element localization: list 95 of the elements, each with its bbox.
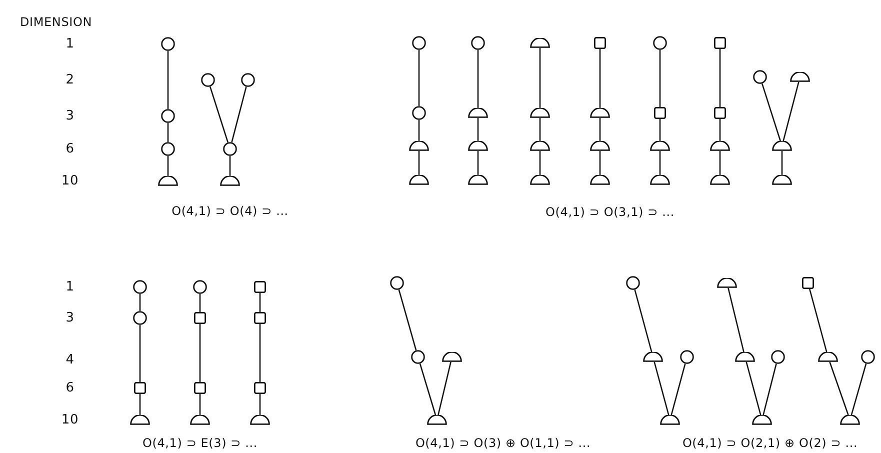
connector-line <box>728 288 744 352</box>
dimension-number: 4 <box>66 354 74 366</box>
dimension-number: 6 <box>66 382 74 394</box>
square-symbol <box>714 107 726 119</box>
dimension-number: 10 <box>61 174 79 188</box>
connector-line <box>167 156 169 176</box>
connector-line <box>438 362 452 416</box>
circle-symbol <box>193 280 207 294</box>
connector-line <box>719 151 721 175</box>
connector-line <box>231 86 247 142</box>
connector-line <box>259 394 261 415</box>
circle-symbol <box>411 350 425 364</box>
connector-line <box>199 324 201 382</box>
connector-line <box>762 364 777 416</box>
connector-line <box>139 394 141 415</box>
connector-line <box>746 362 762 416</box>
dimension-number: 1 <box>66 280 74 294</box>
connector-line <box>850 364 867 416</box>
dimension-number: 3 <box>66 110 74 122</box>
square-symbol <box>254 281 266 293</box>
connector-line <box>210 86 228 143</box>
connector-line <box>199 294 201 312</box>
circle-symbol <box>653 36 667 50</box>
square-symbol <box>194 312 206 324</box>
connector-line <box>477 50 479 108</box>
connector-line <box>829 362 849 416</box>
chain-caption: O(4,1) ⊃ O(2,1) ⊕ O(2) ⊃ ... <box>682 437 858 449</box>
connector-line <box>634 290 652 352</box>
connector-line <box>259 324 261 382</box>
connector-line <box>659 119 661 141</box>
connector-line <box>599 118 601 141</box>
chain-caption: O(4,1) ⊃ O(4) ⊃ ... <box>172 205 288 217</box>
circle-symbol <box>161 109 175 123</box>
chain-caption: O(4,1) ⊃ O(3) ⊕ O(1,1) ⊃ ... <box>415 437 591 449</box>
connector-line <box>167 51 169 109</box>
square-symbol <box>134 382 146 394</box>
connector-line <box>719 119 721 141</box>
connector-line <box>229 156 231 176</box>
connector-line <box>539 48 541 108</box>
circle-symbol <box>223 142 237 156</box>
circle-symbol <box>390 276 404 290</box>
connector-line <box>762 83 782 142</box>
connector-line <box>782 82 800 142</box>
dimension-number: 6 <box>66 142 74 156</box>
connector-line <box>398 290 417 350</box>
circle-symbol <box>771 350 785 364</box>
connector-line <box>139 325 141 382</box>
circle-symbol <box>241 73 255 87</box>
square-symbol <box>802 277 814 289</box>
circle-symbol <box>626 276 640 290</box>
connector-line <box>139 294 141 311</box>
connector-line <box>259 293 261 312</box>
circle-symbol <box>161 142 175 156</box>
dimension-number: 2 <box>66 74 74 86</box>
square-symbol <box>254 382 266 394</box>
circle-symbol <box>680 350 694 364</box>
axis-title: DIMENSION <box>20 16 92 28</box>
connector-line <box>670 364 686 416</box>
circle-symbol <box>161 37 175 51</box>
connector-line <box>659 151 661 175</box>
connector-line <box>418 151 420 175</box>
square-symbol <box>714 37 726 49</box>
square-symbol <box>654 107 666 119</box>
circle-symbol <box>412 106 426 120</box>
connector-line <box>419 364 436 416</box>
chain-caption: O(4,1) ⊃ E(3) ⊃ ... <box>142 437 258 449</box>
circle-symbol <box>133 280 147 294</box>
chain-caption: O(4,1) ⊃ O(3,1) ⊃ ... <box>546 206 674 218</box>
connector-line <box>654 362 670 416</box>
connector-line <box>539 118 541 141</box>
connector-line <box>539 151 541 175</box>
connector-line <box>659 50 661 107</box>
square-symbol <box>254 312 266 324</box>
circle-symbol <box>412 36 426 50</box>
dimension-number: 10 <box>61 414 79 426</box>
connector-line <box>781 151 783 175</box>
connector-line <box>167 123 169 142</box>
square-symbol <box>594 37 606 49</box>
dimension-number: 1 <box>66 38 74 50</box>
circle-symbol <box>753 70 767 84</box>
connector-line <box>477 151 479 175</box>
circle-symbol <box>471 36 485 50</box>
connector-line <box>199 394 201 415</box>
square-symbol <box>194 382 206 394</box>
connector-line <box>599 151 601 175</box>
connector-line <box>418 120 420 141</box>
connector-line <box>809 288 828 352</box>
circle-symbol <box>861 350 875 364</box>
circle-symbol <box>201 73 215 87</box>
connector-line <box>477 118 479 141</box>
connector-line <box>599 49 601 108</box>
connector-line <box>418 50 420 106</box>
connector-line <box>719 49 721 107</box>
dimension-number: 3 <box>66 312 74 324</box>
circle-symbol <box>133 311 147 325</box>
